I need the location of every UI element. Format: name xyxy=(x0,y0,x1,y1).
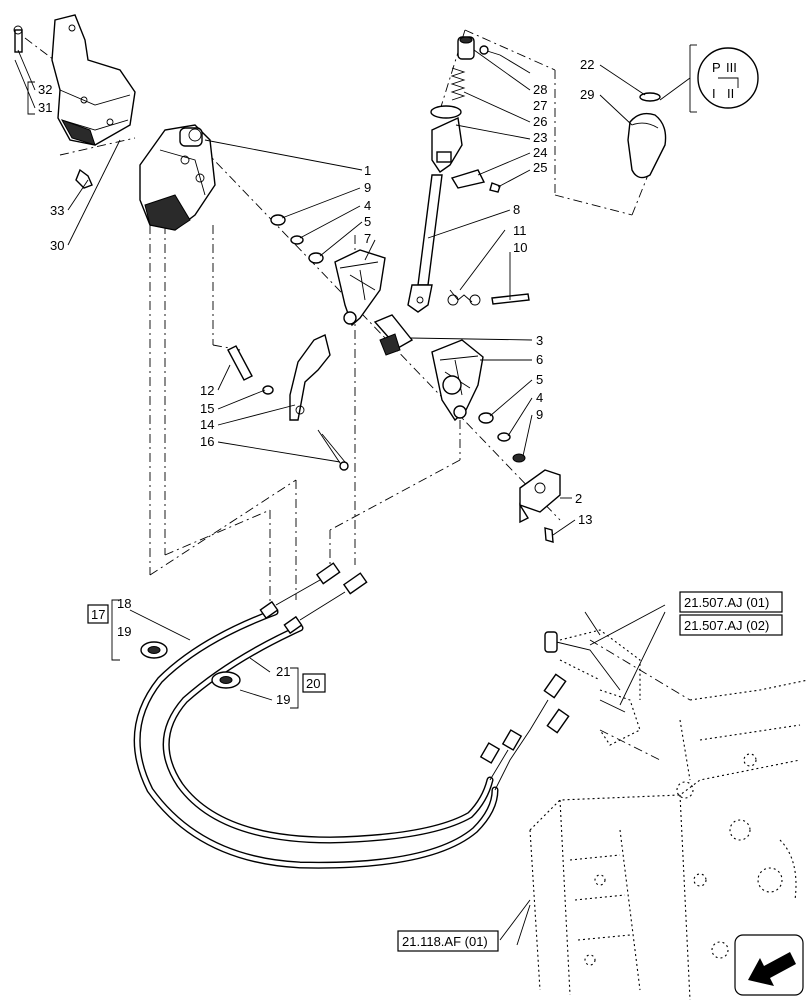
callout-1: 1 xyxy=(364,163,371,178)
shift-housing xyxy=(139,124,216,231)
callout-23: 23 xyxy=(533,130,547,145)
callout-19b: 19 xyxy=(276,692,290,707)
shift-linkage-rods xyxy=(544,611,626,713)
washers-upper xyxy=(270,214,324,264)
callout-30: 30 xyxy=(50,238,64,253)
callout-25: 25 xyxy=(533,160,547,175)
svg-text:21.118.AF (01): 21.118.AF (01) xyxy=(402,934,488,949)
callout-5a: 5 xyxy=(364,214,371,229)
callout-16: 16 xyxy=(200,434,214,449)
spring-26 xyxy=(450,67,466,101)
shift-knob xyxy=(627,92,667,179)
callout-32: 32 xyxy=(38,82,52,97)
callout-29: 29 xyxy=(580,87,594,102)
callout-4b: 4 xyxy=(536,390,543,405)
boxed-callout-20: 20 xyxy=(302,673,326,693)
transmission-housing xyxy=(529,629,808,1000)
callout-5b: 5 xyxy=(536,372,543,387)
callout-15: 15 xyxy=(200,401,214,416)
gear-shift-pattern-icon: P III I II xyxy=(697,47,759,109)
callout-31: 31 xyxy=(38,100,52,115)
ref-box-21-118-af-01[interactable]: 21.118.AF (01) xyxy=(397,930,499,952)
svg-text:20: 20 xyxy=(306,676,320,691)
callout-13: 13 xyxy=(578,512,592,527)
callout-22: 22 xyxy=(580,57,594,72)
svg-text:21.507.AJ (01): 21.507.AJ (01) xyxy=(684,595,769,610)
callout-7: 7 xyxy=(364,231,371,246)
spring-clip-11 xyxy=(447,289,481,306)
plate-24 xyxy=(450,169,486,189)
callout-14: 14 xyxy=(200,417,214,432)
bushing-3 xyxy=(373,314,414,356)
bracket-group-30 xyxy=(27,81,35,115)
boxed-callout-17: 17 xyxy=(87,604,109,624)
callout-6: 6 xyxy=(536,352,543,367)
ref-box-21-507-aj-02[interactable]: 21.507.AJ (02) xyxy=(679,614,783,636)
next-page-arrow-icon[interactable] xyxy=(734,934,804,996)
pin-12 xyxy=(227,345,253,381)
callout-26: 26 xyxy=(533,114,547,129)
callout-27: 27 xyxy=(533,98,547,113)
grommet-19-left xyxy=(140,641,168,659)
svg-text:I: I xyxy=(712,86,716,101)
washer-15 xyxy=(262,385,274,395)
callout-labels: 1 9 4 5 7 3 6 5 4 9 2 13 8 11 10 28 27 2… xyxy=(38,57,594,707)
screw-25 xyxy=(489,182,501,193)
callout-2: 2 xyxy=(575,491,582,506)
svg-text:III: III xyxy=(726,60,737,75)
callout-28: 28 xyxy=(533,82,547,97)
control-cables xyxy=(133,562,570,869)
bracket-14 xyxy=(289,334,331,421)
callout-33: 33 xyxy=(50,203,64,218)
mounting-bracket xyxy=(51,14,136,146)
bolt-16 xyxy=(317,429,349,471)
callout-11: 11 xyxy=(513,223,527,238)
lever-shaft xyxy=(407,105,463,313)
svg-text:21.507.AJ (02): 21.507.AJ (02) xyxy=(684,618,769,633)
svg-text:II: II xyxy=(727,86,734,101)
callout-9a: 9 xyxy=(364,180,371,195)
callout-12: 12 xyxy=(200,383,214,398)
callout-18: 18 xyxy=(117,596,131,611)
ref-box-21-507-aj-01[interactable]: 21.507.AJ (01) xyxy=(679,591,783,613)
sleeve-27 xyxy=(457,36,475,60)
pin-10 xyxy=(491,293,530,305)
callout-8: 8 xyxy=(513,202,520,217)
gate-plate-6 xyxy=(431,339,484,422)
svg-text:P: P xyxy=(712,60,721,75)
washers-lower xyxy=(478,412,526,463)
callout-21: 21 xyxy=(276,664,290,679)
gate-plate-7 xyxy=(334,249,386,327)
callout-3: 3 xyxy=(536,333,543,348)
bracket-group-20 xyxy=(290,667,299,709)
callout-4a: 4 xyxy=(364,198,371,213)
bolt-33 xyxy=(75,168,93,189)
bracket-group-17 xyxy=(111,599,120,661)
leader-lines xyxy=(14,49,666,946)
callout-9b: 9 xyxy=(536,407,543,422)
callout-24: 24 xyxy=(533,145,547,160)
cover-2 xyxy=(519,469,561,524)
svg-text:17: 17 xyxy=(91,607,105,622)
callout-19a: 19 xyxy=(117,624,131,639)
grommet-19-right xyxy=(211,671,241,689)
screw-13 xyxy=(544,527,554,543)
pin-32 xyxy=(13,25,23,53)
callout-10: 10 xyxy=(513,240,527,255)
screw-28 xyxy=(479,45,501,56)
